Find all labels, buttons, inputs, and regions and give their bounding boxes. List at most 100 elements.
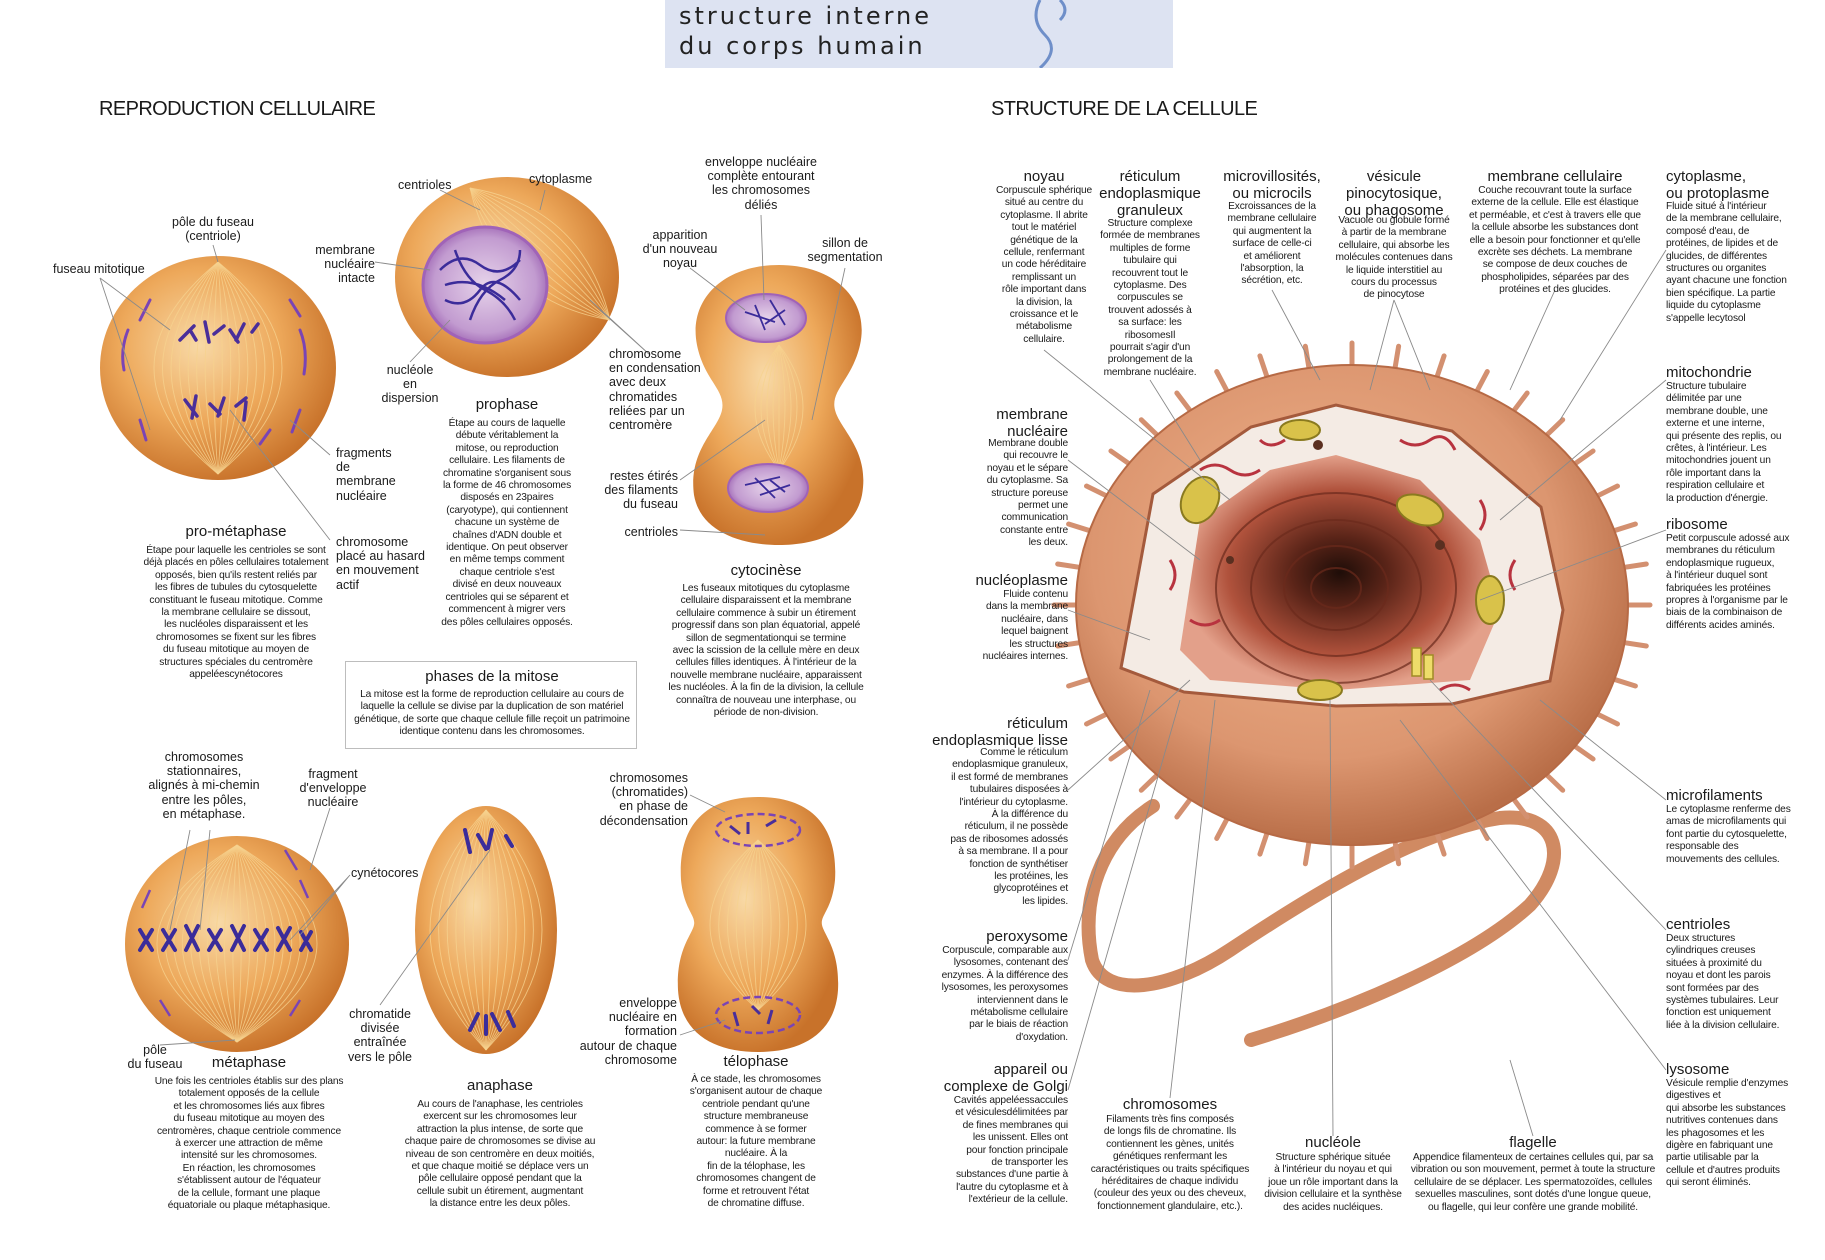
label-sillon-segmentation: sillon de segmentation: [807, 236, 883, 265]
spindle-fiber: [757, 839, 772, 1011]
organelle-text: Appendice filamenteux de certaines cellu…: [1410, 1152, 1656, 1213]
organelle-text: Petit corpuscule adossé aux membranes du…: [1666, 533, 1790, 631]
endoplasmic-reticulum: [1168, 435, 1517, 692]
spindle-fiber: [204, 261, 219, 475]
spindle-fiber: [754, 344, 780, 471]
organelle-name: nucléoplasme: [975, 572, 1068, 589]
spindle-fiber: [485, 809, 526, 1051]
spindle-fiber: [766, 344, 780, 471]
title-banner: structure interne du corps humain: [665, 0, 1173, 68]
spindle-fiber: [198, 844, 238, 1043]
prophase-cell: [395, 177, 619, 377]
organelle-name: réticulum endoplasmique granuleux: [1099, 168, 1201, 219]
label-cynetocores: cynétocores: [351, 866, 419, 880]
spindle-fiber: [236, 844, 267, 1043]
spindle-fiber: [469, 187, 611, 321]
stage-text-prometaphase: Étape pour laquelle les centrioles se so…: [143, 545, 329, 681]
stage-title-metaphase: métaphase: [211, 1054, 287, 1071]
spindle-fiber: [429, 809, 487, 1051]
spindle-fiber: [182, 844, 238, 1043]
spindle-fiber: [757, 839, 807, 1011]
spindle-fiber: [217, 261, 283, 475]
organelle-text: Fluide contenu dans la membrane nucléair…: [982, 589, 1068, 663]
spindle-fiber: [718, 839, 759, 1011]
organelle-text: Vacuole ou globule formé à partir de la …: [1335, 215, 1453, 301]
label-nucleole-dispersion: nucléole en dispersion: [381, 363, 439, 406]
spindle-fiber: [778, 344, 792, 471]
label-apparition-noyau: apparition d'un nouveau noyau: [642, 228, 718, 271]
spindle-fiber: [709, 839, 759, 1011]
spindle-fiber: [170, 261, 219, 475]
spindle-fiber: [217, 261, 223, 475]
organelle-name: flagelle: [1509, 1134, 1557, 1151]
spindle-fiber: [232, 844, 238, 1043]
spindle-fiber: [162, 261, 219, 475]
spindle-fiber: [757, 839, 763, 1011]
spindle-fiber: [217, 261, 266, 475]
label-fuseau-mitotique: fuseau mitotique: [53, 262, 145, 276]
label-centrioles-cytocinese: centrioles: [624, 525, 679, 539]
organelle-text: Membrane double qui recouvre le noyau et…: [986, 438, 1068, 549]
organelle-name: réticulum endoplasmique lisse: [932, 715, 1068, 749]
spindle-fiber: [727, 839, 759, 1011]
chromosomes: [178, 320, 260, 422]
organelle-text: Couche recouvrant toute la surface exter…: [1469, 185, 1641, 296]
organelle-text: Vésicule remplie d'enzymes digestives et…: [1666, 1078, 1789, 1189]
spindle-fiber: [757, 839, 781, 1011]
spindle-fiber: [196, 261, 219, 475]
spindle-fibers: [156, 844, 318, 1043]
organelle-name: membrane cellulaire: [1487, 168, 1623, 185]
organelle-text: Corpuscule, comparable aux lysosomes, co…: [941, 945, 1069, 1043]
telophase-cell: [677, 797, 839, 1052]
organelle-text: Structure sphérique située à l'intérieur…: [1264, 1152, 1402, 1213]
spindle-fiber: [236, 844, 292, 1043]
mitochondria: [1179, 419, 1505, 701]
organelle-text: Structure complexe formée de membranes m…: [1100, 218, 1200, 378]
section-title-reproduction: REPRODUCTION CELLULAIRE: [99, 98, 376, 120]
leader-lines: [99, 189, 1667, 1137]
spindle-fiber: [753, 839, 759, 1011]
organelle-name: lysosome: [1666, 1061, 1730, 1078]
organelle-name: appareil ou complexe de Golgi: [943, 1061, 1068, 1095]
organelle-name: chromosomes: [1122, 1096, 1218, 1113]
phases-mitose-box: phases de la mitose La mitose est la for…: [345, 661, 637, 749]
organelle-name: membrane nucléaire: [996, 406, 1068, 440]
organelle-name: ribosome: [1666, 516, 1728, 533]
spindle-fiber: [236, 844, 301, 1043]
spindle-fiber: [217, 261, 274, 475]
spindle-fiber: [217, 261, 249, 475]
spindle-fiber: [455, 809, 487, 1051]
spindle-fiber: [757, 839, 789, 1011]
organelle-text: Le cytoplasme renferme des amas de micro…: [1666, 804, 1791, 865]
section-title-structure: STRUCTURE DE LA CELLULE: [991, 98, 1258, 120]
spindle-fiber: [469, 187, 611, 321]
flagellum: [1081, 799, 1561, 1047]
membrane-fragments: [121, 298, 307, 446]
label-chromosome-hasard: chromosome placé au hasard en mouvement …: [336, 535, 425, 592]
label-pole-fuseau: pôle du fuseau: [127, 1043, 183, 1072]
stage-title-prophase: prophase: [475, 396, 539, 413]
label-enveloppe-formation: enveloppe nucléaire en formation autour …: [579, 996, 677, 1067]
label-membrane-nucleaire-intacte: membrane nucléaire intacte: [315, 243, 375, 286]
organelle-text: Corpuscule sphérique situé au centre du …: [995, 185, 1093, 345]
chromatin: [439, 249, 522, 321]
spindle-fiber: [772, 344, 780, 471]
spindle-fibers: [153, 261, 283, 475]
label-chromatide-divisee: chromatide divisée entraînée vers le pôl…: [348, 1007, 412, 1064]
label-fragment-enveloppe: fragment d'enveloppe nucléaire: [299, 767, 367, 810]
spindle-fiber: [744, 839, 759, 1011]
spindle-fiber: [469, 187, 611, 321]
organelle-text: Cavités appeléessaccules et vésiculesdél…: [953, 1095, 1068, 1206]
spindle-fiber: [223, 844, 238, 1043]
spindle-fiber: [757, 839, 798, 1011]
banner-title-line2: du corps humain: [679, 32, 926, 60]
label-enveloppe-complete: enveloppe nucléaire complète entourant l…: [705, 155, 817, 212]
metaphase-cell: [125, 836, 349, 1052]
label-chromosomes-decondensation: chromosomes (chromatides) en phase de dé…: [599, 771, 688, 828]
organelle-text: Structure tubulaire délimitée par une me…: [1666, 381, 1782, 504]
spindle-fiber: [438, 809, 487, 1051]
spindle-fiber: [173, 844, 238, 1043]
phases-box-title: phases de la mitose: [425, 668, 559, 685]
organelle-name: vésicule pinocytosique, ou phagosome: [1344, 168, 1444, 219]
organelle-name: microvillosités, ou microcils: [1223, 168, 1321, 202]
